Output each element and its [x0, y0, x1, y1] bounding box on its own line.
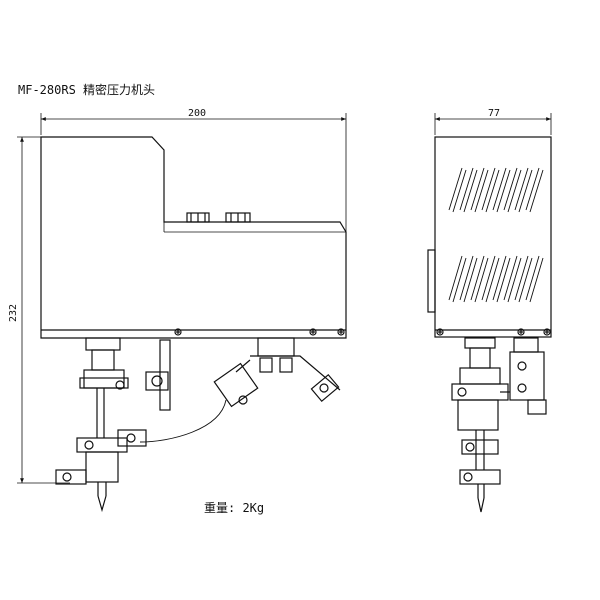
top-knob-right	[225, 212, 251, 223]
weight-label: 重量: 2Kg	[204, 501, 264, 515]
dimension-width-front: 200	[40, 108, 347, 232]
spindle-assembly	[55, 337, 129, 513]
sensor-arm	[139, 337, 341, 443]
side-spindle-assembly	[451, 337, 509, 513]
housing-screws	[174, 328, 345, 336]
drawing-title: MF-280RS 精密压力机头	[18, 82, 155, 97]
side-screws	[436, 328, 551, 336]
side-connector	[427, 249, 436, 313]
side-bracket	[117, 339, 171, 447]
dim-label-77: 77	[488, 108, 500, 119]
dimension-width-side: 77	[434, 108, 552, 135]
dim-label-232: 232	[8, 304, 19, 322]
side-bracket-right	[500, 337, 547, 415]
top-knob-left	[186, 212, 210, 223]
front-housing	[40, 136, 347, 339]
dimension-height-front: 232	[8, 136, 70, 484]
vent-slots-lower	[448, 255, 544, 303]
dim-label-200: 200	[188, 108, 206, 119]
front-view: 200 232	[8, 108, 347, 513]
side-view: 77	[427, 108, 552, 513]
side-housing	[434, 136, 552, 338]
vent-slots-upper	[448, 167, 544, 213]
